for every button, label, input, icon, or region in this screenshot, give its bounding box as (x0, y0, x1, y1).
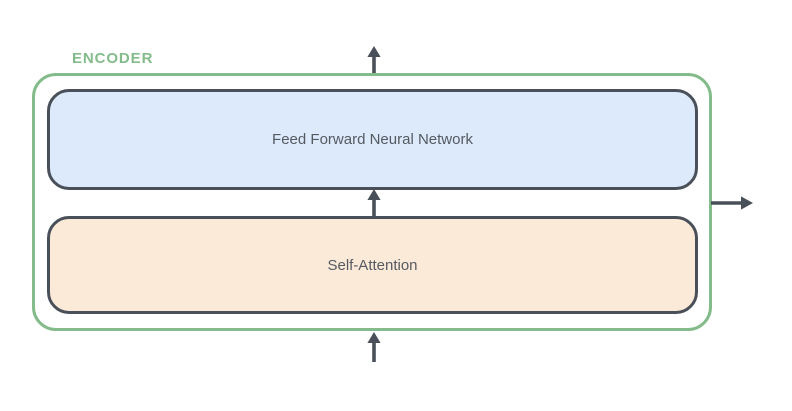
self-attention-label: Self-Attention (327, 256, 418, 274)
encoder-container (32, 73, 712, 331)
arrow-up-input-icon (366, 332, 382, 362)
arrow-up-interblock-icon (366, 189, 382, 217)
self-attention-block: Self-Attention (47, 216, 698, 314)
arrow-up-output-icon (366, 46, 382, 74)
feed-forward-label: Feed Forward Neural Network (272, 131, 473, 148)
feed-forward-block: Feed Forward Neural Network (47, 89, 698, 190)
arrow-right-output-icon (711, 195, 753, 211)
encoder-title: ENCODER (72, 50, 154, 67)
